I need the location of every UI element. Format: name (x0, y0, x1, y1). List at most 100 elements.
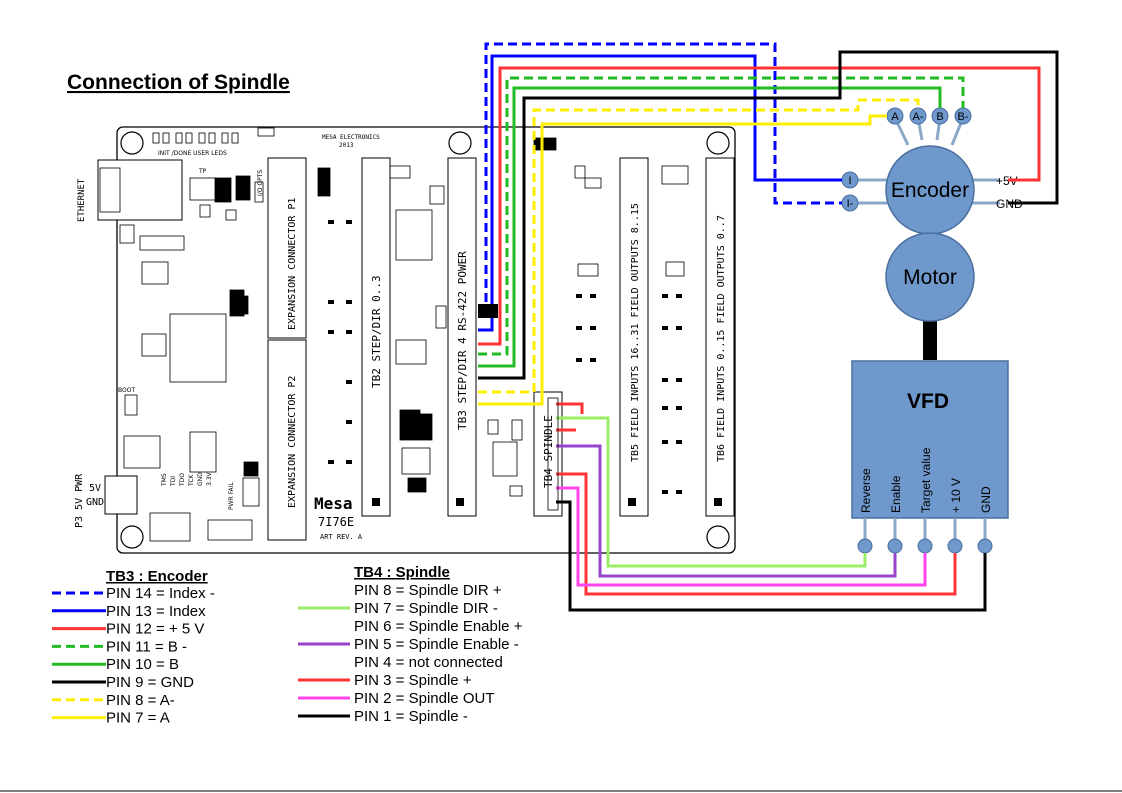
io-opts-label: I/O OPTS (257, 170, 264, 196)
motor-group: Encoder Motor A A- B B- I I- +5V GND (841, 107, 1023, 554)
board-rev: ART REV. A (320, 533, 363, 541)
motor-vfd-cable (923, 318, 937, 360)
tb3-label: TB3 STEP/DIR 4 RS-422 POWER (456, 251, 469, 430)
legend-tb3-item: PIN 14 = Index - (52, 585, 215, 602)
right-mid-components (487, 137, 602, 497)
legend-tb3-text: PIN 8 = A- (106, 692, 175, 709)
board-year: 2013 (339, 142, 354, 149)
legend-tb3-text: PIN 11 = B - (106, 638, 187, 655)
mesa-7i76e-board: ETHERNET INIT /DONE USER LEDS MESA ELECT… (74, 126, 736, 554)
tb5-label: TB5 FIELD INPUTS 16..31 FIELD OUTPUTS 8.… (630, 203, 641, 462)
legend-tb3-item: PIN 8 = A- (52, 692, 175, 709)
upper-left-components (189, 175, 264, 221)
legend-tb4-title: TB4 : Spindle (354, 564, 450, 581)
svg-text:GND: GND (979, 486, 993, 513)
vfd-label: VFD (907, 390, 949, 413)
wire-tb3-pin11-b-neg (478, 76, 965, 356)
wire-tb4-pin2-spindle-out (556, 486, 927, 587)
legend-tb4-item: PIN 6 = Spindle Enable + (354, 618, 523, 635)
vfd-terminal-labels: Reverse Enable Target value + 10 V GND (859, 447, 993, 513)
legend-tb4-text: PIN 3 = Spindle + (354, 672, 472, 689)
vfd-terminals (857, 538, 993, 554)
wire-tb3-pin7-a (478, 114, 887, 406)
wire-tb3-pin14-index-neg (484, 42, 842, 316)
legend-tb4-text: PIN 5 = Spindle Enable - (354, 636, 519, 653)
led-row (152, 127, 275, 144)
svg-text:GND: GND (197, 472, 204, 486)
expansion-p2-label: EXPANSION CONNECTOR P2 (287, 376, 298, 508)
legend-tb3-item: PIN 9 = GND (52, 674, 194, 691)
wire-tb3-pin12-5v (478, 66, 1041, 346)
legend-tb3-text: PIN 7 = A (106, 710, 170, 727)
legend-tb3-item: PIN 11 = B - (52, 638, 187, 655)
legend-tb3-text: PIN 12 = + 5 V (106, 621, 204, 638)
board-maker: MESA ELECTRONICS (322, 134, 380, 141)
mesa-logo: Mesa (314, 494, 353, 513)
legend-tb4-item: PIN 3 = Spindle + (298, 672, 472, 689)
tb5-terminal-block (619, 157, 649, 517)
jtag-labels: TMS TDI TDO TCK GND 3.3V (161, 471, 213, 487)
wire-tb3-pin13-index (478, 54, 842, 332)
board-model: 7I76E (318, 515, 354, 529)
smd-markings (328, 220, 682, 494)
mount-hole (120, 525, 144, 549)
pwr-fail-label: PWR FAIL (228, 482, 235, 510)
boot-label: BOOT (118, 387, 135, 394)
svg-text:TDO: TDO (179, 473, 186, 487)
svg-text:Reverse: Reverse (859, 468, 873, 513)
wire-tb3-pin8-a-neg (478, 98, 920, 394)
svg-text:A: A (891, 111, 899, 123)
encoder-pin-i-neg: I- (841, 194, 859, 212)
legend-tb4-item: PIN 5 = Spindle Enable - (298, 636, 519, 653)
encoder-pin-b: B (931, 107, 949, 125)
tb4-label: TB4 SPINDLE (542, 415, 555, 488)
wire-tb4-pin5-enable-neg (556, 444, 897, 578)
mount-hole (706, 525, 730, 549)
encoder-pin-5v: +5V (996, 174, 1018, 188)
legend-tb3-item: PIN 12 = + 5 V (52, 621, 204, 638)
mount-hole (706, 131, 730, 155)
svg-text:Target value: Target value (919, 447, 933, 513)
legend-tb4-text: PIN 6 = Spindle Enable + (354, 618, 523, 635)
tp-label: TP (198, 168, 207, 175)
vfd-body (851, 360, 1009, 519)
motor-body (885, 232, 975, 322)
wire-tb4-pin7-dir-neg (556, 416, 867, 568)
expansion-connector-p2 (267, 339, 307, 541)
wire-tb4-pin3-stub (556, 402, 584, 414)
svg-text:+ 10 V: + 10 V (949, 478, 963, 513)
svg-text:TMS: TMS (161, 473, 168, 487)
ethernet-jack (97, 159, 183, 221)
expansion-connector-p1 (267, 157, 307, 339)
wire-tb3-pin9-gnd (478, 50, 1059, 380)
legend-tb3-item: PIN 10 = B (52, 656, 179, 673)
wires (478, 42, 1059, 612)
svg-text:TCK: TCK (188, 473, 195, 487)
legend-tb4-item: PIN 7 = Spindle DIR - (298, 600, 498, 617)
svg-text:A-: A- (913, 111, 924, 123)
legend-tb4-item: PIN 2 = Spindle OUT (298, 690, 494, 707)
tb6-label: TB6 FIELD INPUTS 0..15 FIELD OUTPUTS 0..… (716, 215, 727, 462)
p3-label: P3 5V PWR (74, 473, 85, 528)
encoder-pin-a-neg: A- (909, 107, 927, 125)
wire-tb4-pin1-spindle-neg (556, 500, 987, 612)
legend-tb4-item: PIN 1 = Spindle - (298, 708, 468, 725)
legend-tb3-item: PIN 13 = Index (52, 603, 206, 620)
svg-text:TDI: TDI (170, 476, 177, 487)
tb2-label: TB2 STEP/DIR 0..3 (370, 275, 383, 388)
p3-gnd-label: GND (86, 497, 104, 508)
legend-tb4-text: PIN 1 = Spindle - (354, 708, 468, 725)
legend-tb3: TB3 : Encoder PIN 14 = Index -PIN 13 = I… (52, 568, 215, 727)
svg-text:I-: I- (847, 198, 854, 210)
wire-tb4-pin3-spindle-plus (556, 472, 957, 596)
left-mid-components (119, 224, 260, 542)
encoder-label: Encoder (891, 179, 969, 202)
legend-tb3-text: PIN 14 = Index - (106, 585, 215, 602)
motor-label: Motor (903, 266, 957, 289)
leds-label: INIT /DONE USER LEDS (158, 150, 227, 157)
tb2-terminal-block (361, 157, 391, 517)
legend-tb4-text: PIN 7 = Spindle DIR - (354, 600, 498, 617)
svg-text:Enable: Enable (889, 475, 903, 513)
svg-text:3.3V: 3.3V (206, 471, 213, 486)
